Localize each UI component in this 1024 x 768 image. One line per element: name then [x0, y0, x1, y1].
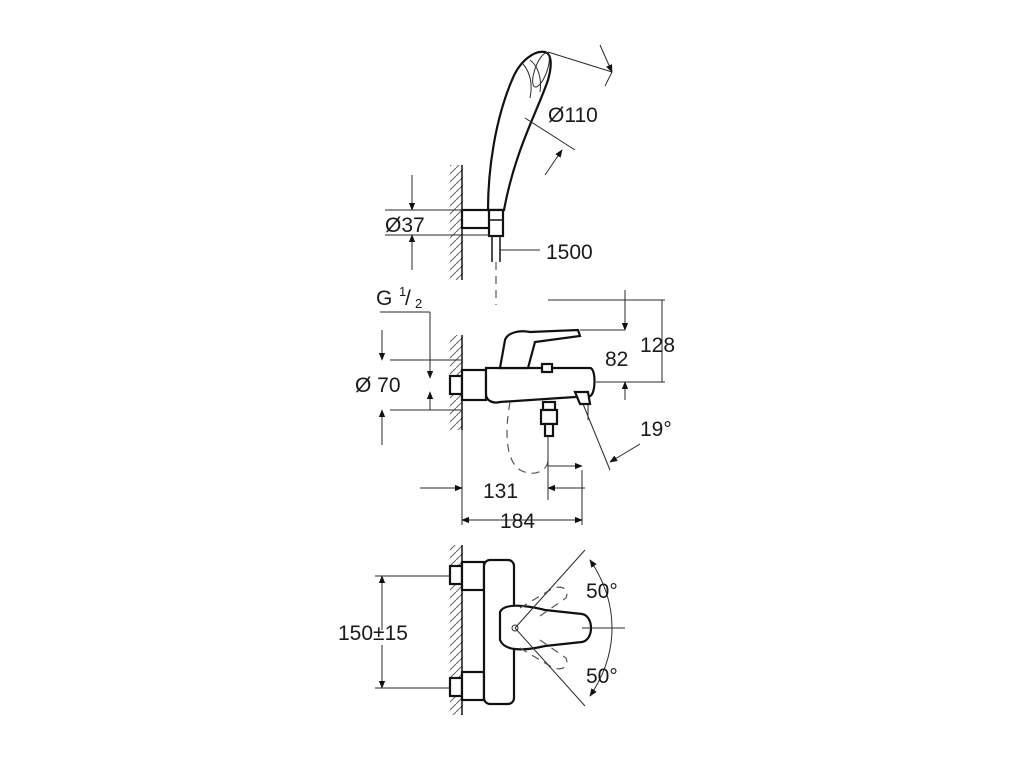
mixer-side-view — [378, 290, 665, 525]
label-height-spout: 82 — [605, 348, 628, 371]
label-thread: G — [376, 287, 392, 310]
label-hose-length: 1500 — [546, 241, 593, 264]
label-spout-angle: 19° — [640, 418, 672, 441]
label-height-total: 128 — [640, 334, 675, 357]
label-lever-angle-bottom: 50° — [586, 665, 618, 688]
lever — [498, 328, 582, 370]
label-lever-angle-top: 50° — [586, 580, 618, 603]
label-thread-slash: / — [405, 287, 411, 310]
label-depth-outlet: 131 — [483, 480, 518, 503]
wall-hatch-top — [450, 165, 462, 280]
label-shower-head-diameter: Ø110 — [548, 104, 598, 127]
label-centers: 150±15 — [338, 622, 408, 645]
shower-head-view — [385, 44, 613, 305]
label-depth-total: 184 — [500, 510, 535, 533]
label-flange-diameter: Ø 70 — [355, 374, 401, 397]
label-holder-diameter: Ø37 — [385, 214, 425, 237]
mixer-top-view — [375, 545, 625, 715]
hand-shower — [486, 50, 552, 212]
label-thread-denominator: 2 — [415, 296, 422, 311]
label-thread-numerator: 1 — [399, 284, 406, 299]
wall-hatch-bottom — [450, 545, 462, 715]
lever-top — [498, 604, 593, 651]
